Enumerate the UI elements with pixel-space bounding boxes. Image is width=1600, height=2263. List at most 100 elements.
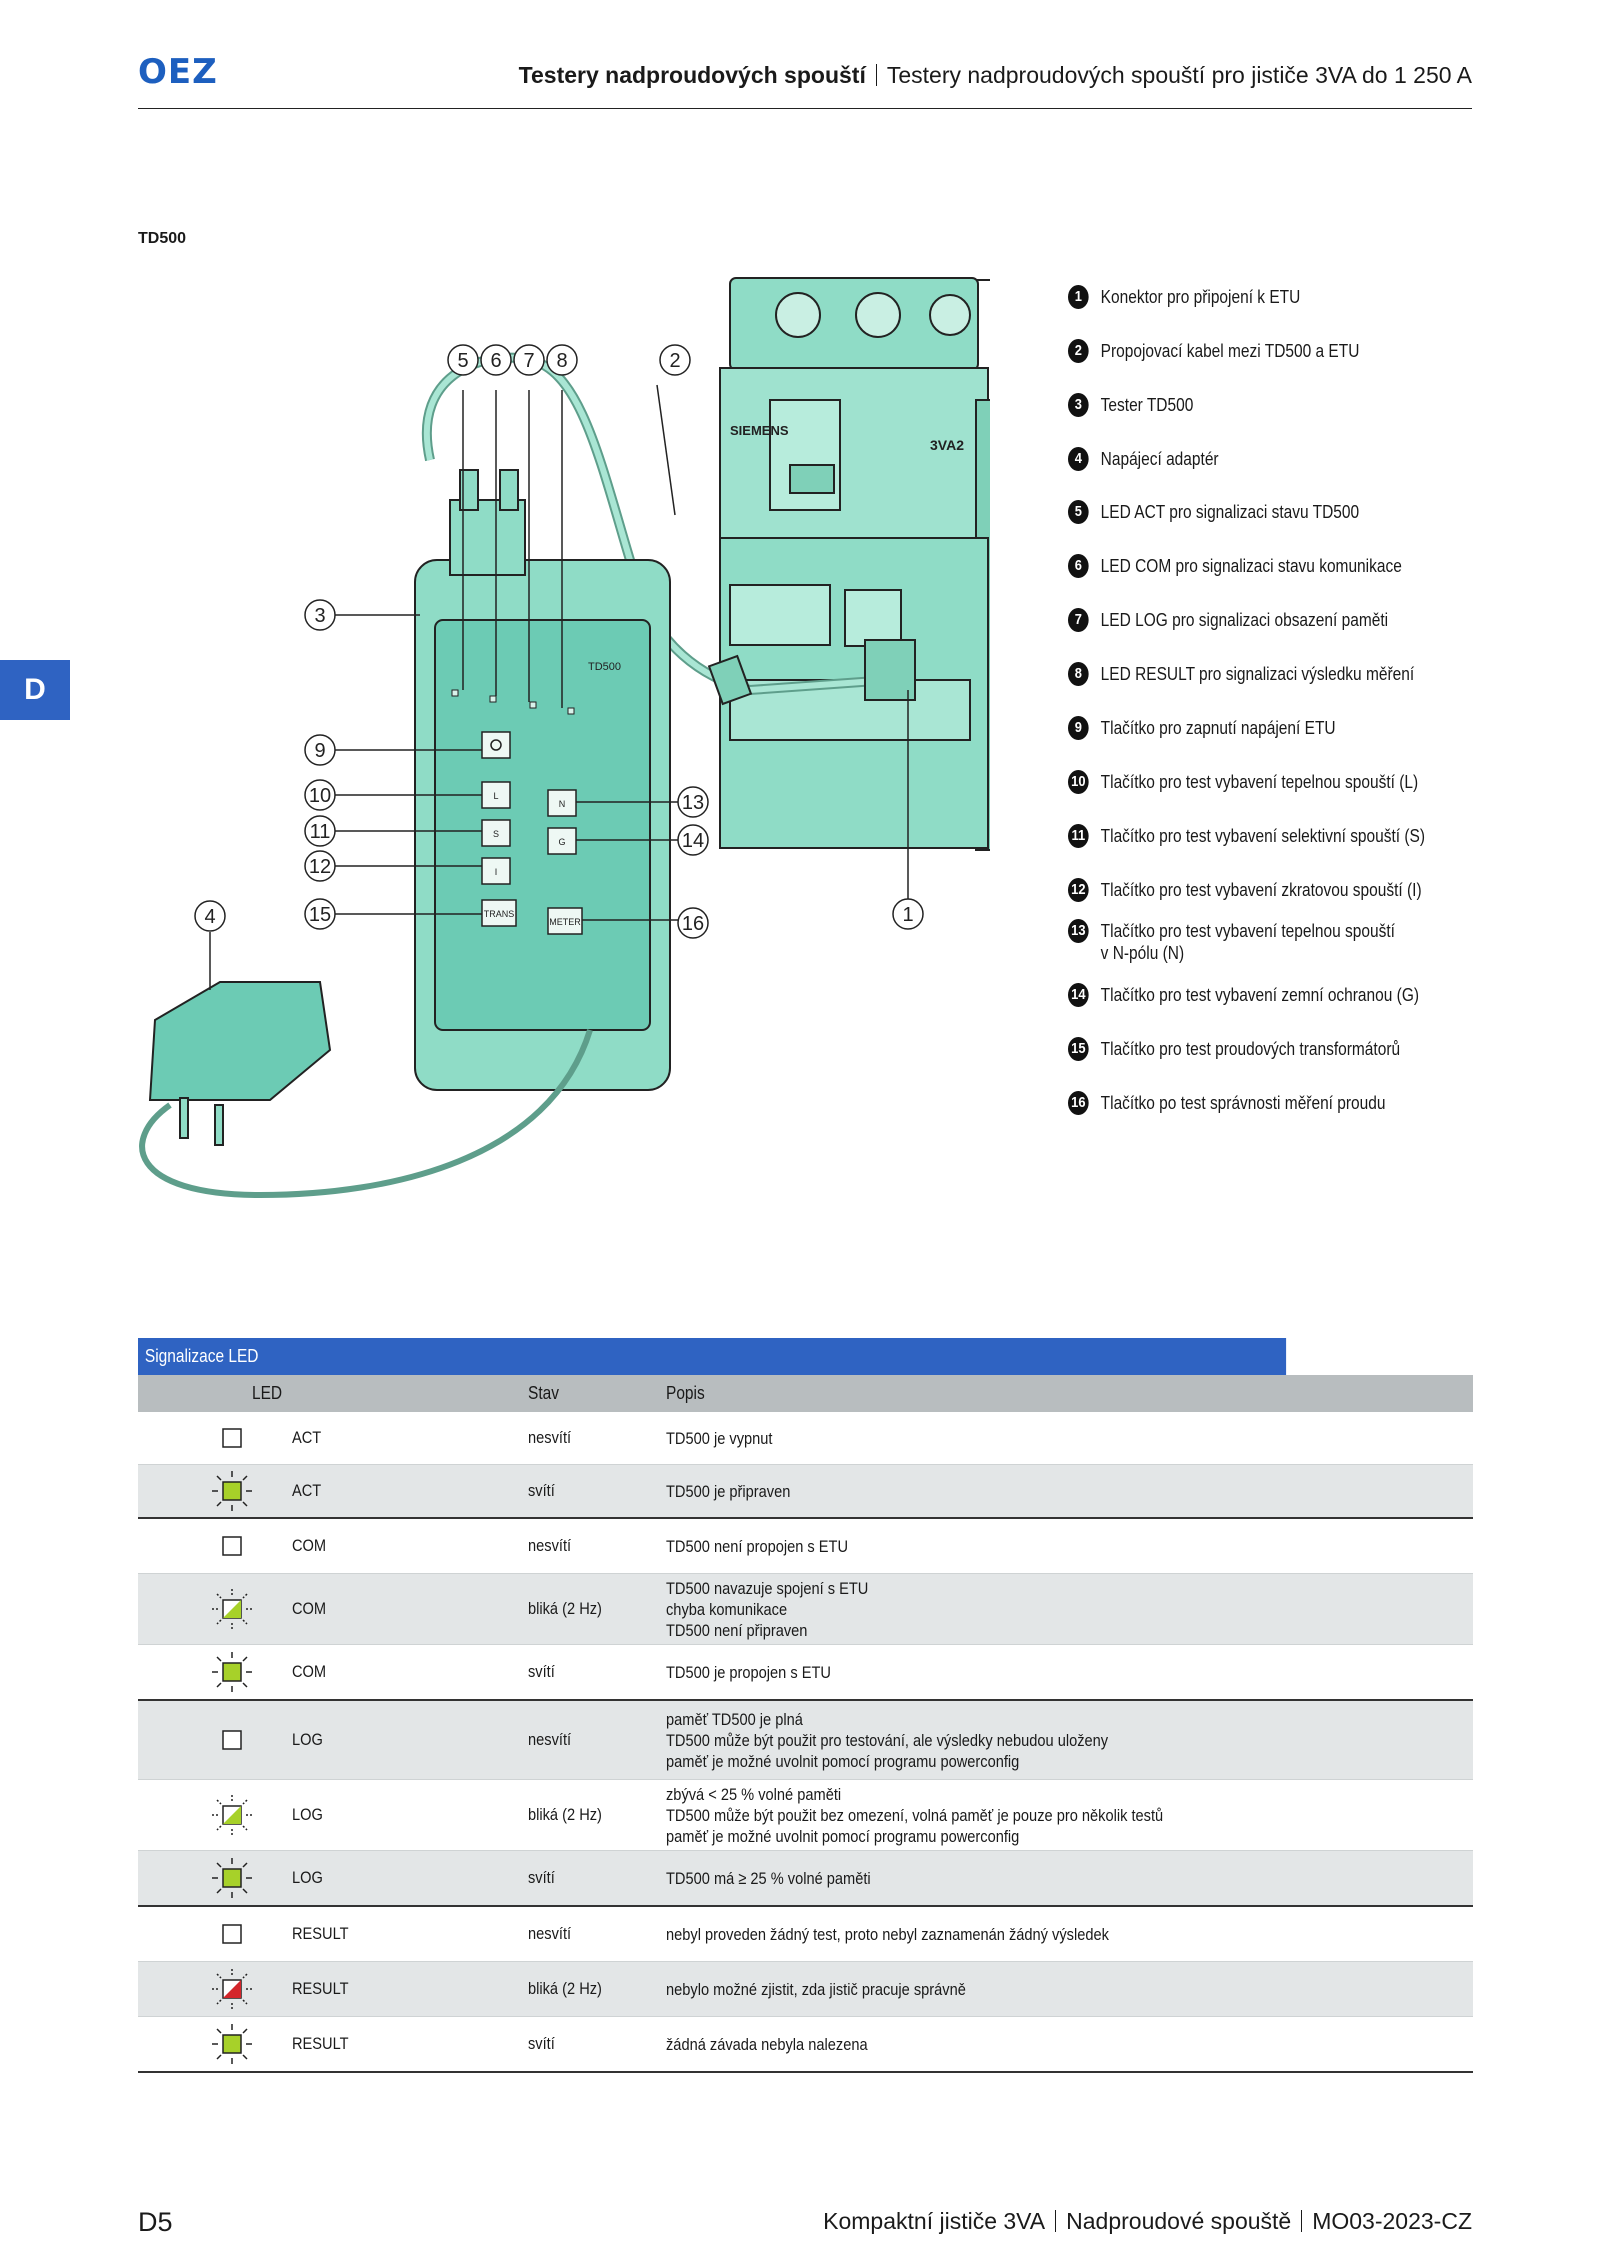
page-number: D5 (138, 2207, 173, 2237)
led-state: nesvítí (528, 1536, 572, 1555)
callout-1: 1 (902, 904, 913, 926)
footer-part-2: Nadproudové spouště (1066, 2208, 1292, 2234)
led-state: nesvítí (528, 1730, 572, 1749)
legend-number: 8 (1068, 662, 1089, 686)
legend-text: Tlačítko pro test vybavení zkratovou spo… (1100, 880, 1422, 900)
led-name: RESULT (292, 1979, 349, 1998)
chapter-tab[interactable]: D (0, 660, 70, 720)
header-title-bold: Testery nadproudových spouští (518, 62, 866, 88)
legend-text: Tlačítko pro test proudových transformát… (1100, 1039, 1401, 1059)
description-line: TD500 může být použit pro testování, ale… (666, 1730, 1109, 1750)
led-blink-green-icon (200, 1780, 264, 1850)
button-label-trans: TRANS (484, 909, 515, 919)
description-line: TD500 není připraven (666, 1620, 808, 1640)
legend-number: 11 (1068, 824, 1089, 848)
legend-item: 5 LED ACT pro signalizaci stavu TD500 (1068, 500, 1360, 524)
led-name: RESULT (292, 1924, 349, 1943)
adapter-cable (139, 1029, 593, 1199)
callout-13: 13 (682, 792, 704, 814)
callout-4: 4 (204, 906, 215, 928)
header-divider (875, 64, 877, 86)
legend-text: Tlačítko po test správnosti měření proud… (1100, 1093, 1386, 1113)
callout-8: 8 (556, 350, 567, 372)
power-adapter (148, 981, 332, 1146)
led-state: nesvítí (528, 1428, 572, 1447)
led-description: nebylo možné zjistit, zda jistič pracuje… (666, 1962, 1015, 2016)
legend-text: Tlačítko pro test vybavení tepelnou spou… (1100, 772, 1419, 792)
description-line: TD500 má ≥ 25 % volné paměti (666, 1868, 871, 1888)
footer-divider (1055, 2210, 1057, 2232)
led-name: LOG (292, 1730, 323, 1749)
callout-12: 12 (309, 856, 331, 878)
legend-number: 7 (1068, 608, 1089, 632)
legend-text: LED COM pro signalizaci stavu komunikace (1100, 556, 1402, 576)
led-state: svítí (528, 2034, 555, 2053)
led-description: TD500 je vypnut (666, 1412, 790, 1464)
legend-text: Napájecí adaptér (1100, 449, 1219, 469)
callout-14: 14 (682, 830, 704, 852)
description-line: žádná závada nebyla nalezena (666, 2034, 868, 2054)
legend-text-line2: v N-pólu (N) (1100, 943, 1185, 963)
breaker-brand-label: SIEMENS (730, 423, 789, 438)
led-description: TD500 je propojen s ETU (666, 1645, 858, 1699)
legend-text: Tlačítko pro test vybavení tepelnou spou… (1100, 921, 1395, 941)
description-line: TD500 je propojen s ETU (666, 1662, 831, 1682)
button-label-n: N (559, 799, 566, 809)
legend-number: 5 (1068, 500, 1089, 524)
led-off-icon (200, 1412, 264, 1464)
legend-text: LED ACT pro signalizaci stavu TD500 (1100, 502, 1360, 522)
led-state: bliká (2 Hz) (528, 1979, 602, 1998)
header-rule (138, 108, 1472, 109)
callout-3: 3 (314, 605, 325, 627)
led-state: nesvítí (528, 1924, 572, 1943)
button-label-s: S (493, 829, 499, 839)
footer-divider (1301, 2210, 1303, 2232)
legend-text: Tester TD500 (1100, 395, 1194, 415)
description-line: TD500 může být použit bez omezení, volná… (666, 1805, 1164, 1825)
led-on-green-icon (200, 2017, 264, 2071)
legend-item: 11 Tlačítko pro test vybavení selektivní … (1068, 824, 1426, 848)
description-line: paměť je možné uvolnit pomocí programu p… (666, 1826, 1020, 1846)
legend-text: LED RESULT pro signalizaci výsledku měře… (1100, 664, 1415, 684)
description-line: paměť je možné uvolnit pomocí programu p… (666, 1751, 1020, 1771)
description-line: TD500 je vypnut (666, 1428, 773, 1448)
led-description: nebyl proveden žádný test, proto nebyl z… (666, 1907, 1181, 1961)
legend-text: Tlačítko pro test vybavení selektivní sp… (1100, 826, 1426, 846)
tester-model-label: TD500 (588, 661, 621, 673)
description-line: TD500 není propojen s ETU (666, 1536, 849, 1556)
led-blink-green-icon (200, 1574, 264, 1644)
description-line: chyba komunikace (666, 1599, 788, 1619)
led-on-green-icon (200, 1851, 264, 1905)
callouts (194, 344, 924, 939)
description-line: TD500 je připraven (666, 1481, 791, 1501)
callout-9: 9 (314, 740, 325, 762)
led-description: TD500 má ≥ 25 % volné paměti (666, 1851, 904, 1905)
callout-2: 2 (669, 350, 680, 372)
led-state: bliká (2 Hz) (528, 1805, 602, 1824)
button-label-i: I (495, 867, 498, 877)
section-label: TD500 (138, 230, 187, 247)
led-state: svítí (528, 1662, 555, 1681)
legend-text: Tlačítko pro zapnutí napájení ETU (1100, 718, 1336, 738)
table-header-row: LED Stav Popis (138, 1375, 1473, 1412)
description-line: nebyl proveden žádný test, proto nebyl z… (666, 1924, 1109, 1944)
legend-text: LED LOG pro signalizaci obsazení paměti (1100, 610, 1389, 630)
circuit-breaker-3va2 (719, 277, 990, 851)
callout-16: 16 (682, 913, 704, 935)
header-led: LED (252, 1383, 283, 1403)
led-on-green-icon (200, 1465, 264, 1517)
